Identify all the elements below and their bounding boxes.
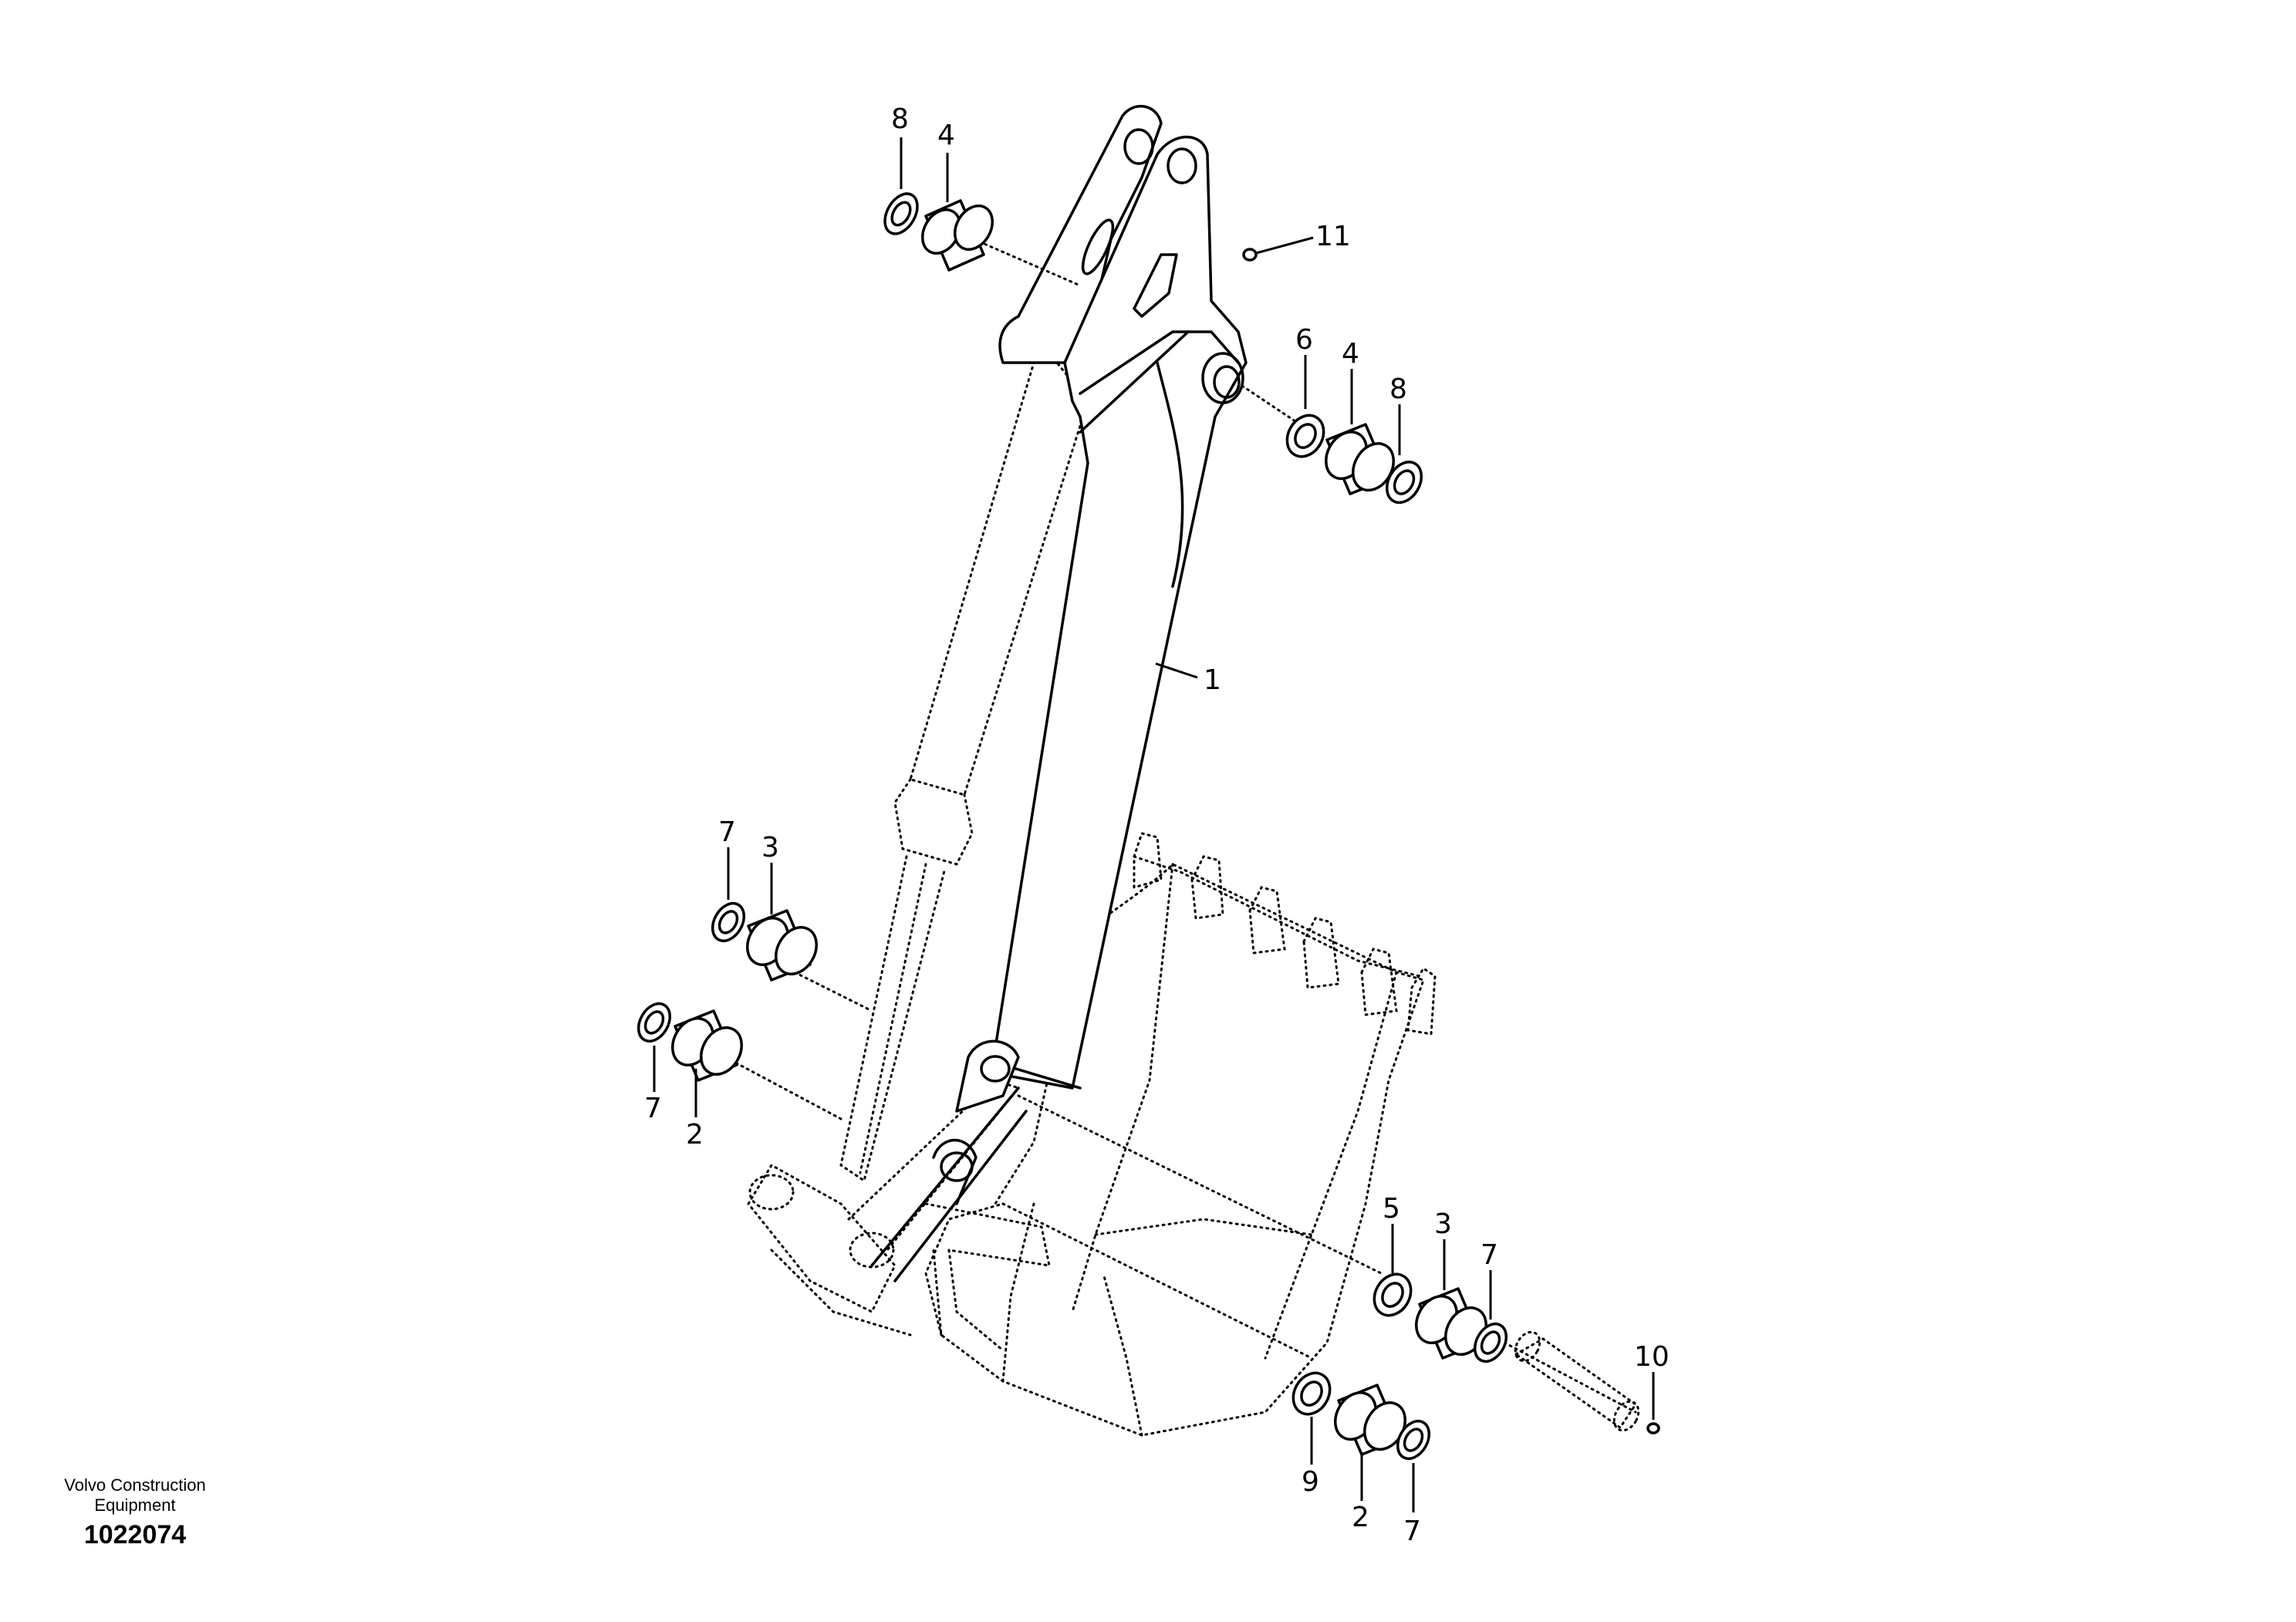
callout-7-right-upper: 7 [1481,1239,1498,1271]
part-bushing-3-left [746,909,818,982]
callout-7-left-upper: 7 [718,816,736,848]
part-bushing-6 [1285,414,1325,458]
callout-8-top: 8 [891,103,909,135]
part-bushing-4-top [921,199,994,272]
callout-9: 9 [1302,1466,1319,1498]
callout-11: 11 [1315,221,1351,252]
callout-3-left: 3 [761,832,779,863]
part-bushing-5 [1373,1272,1413,1317]
callout-4-top: 4 [937,120,955,151]
drawing-number: 1022074 [83,1520,187,1549]
callout-5: 5 [1383,1193,1400,1225]
bucket-outline [924,832,1437,1437]
part-seal-7-left-upper [711,902,746,942]
part-pin-10 [1514,1330,1640,1432]
part-seal-8-top [883,192,919,235]
part-plug-10 [1646,1422,1660,1434]
callout-leaders [653,137,1655,1512]
dipper-arm [870,104,1248,1282]
callout-7-right-lower: 7 [1403,1516,1421,1547]
part-seal-7-right-lower [1396,1420,1431,1460]
callout-7-left-lower: 7 [644,1093,662,1124]
callout-labels: 8 4 11 6 4 8 1 7 3 7 2 5 3 7 10 9 2 7 [644,103,1670,1547]
company-line-2: Equipment [94,1495,176,1515]
part-seal-8-right [1385,461,1423,504]
company-label: Volvo Construction Equipment [31,1475,239,1516]
callout-1: 1 [1204,664,1221,696]
company-line-1: Volvo Construction [64,1475,206,1495]
callout-6: 6 [1295,324,1313,356]
bucket-linkage [747,1079,1051,1352]
callout-10: 10 [1634,1341,1670,1373]
part-shim-9 [1292,1371,1332,1416]
callout-4-right: 4 [1342,338,1359,370]
part-seal-7-right-upper [1473,1323,1508,1363]
callout-8-right: 8 [1389,373,1407,405]
callout-2-right: 2 [1352,1502,1369,1533]
part-seal-7-left-lower [636,1002,672,1042]
part-bushing-2-left [671,1009,743,1082]
part-bushing-3-right [1415,1287,1487,1360]
part-bushing-2-right [1334,1384,1406,1456]
callout-3-right: 3 [1434,1208,1452,1240]
callout-2-left: 2 [686,1119,704,1151]
part-plug-11 [1242,248,1258,262]
